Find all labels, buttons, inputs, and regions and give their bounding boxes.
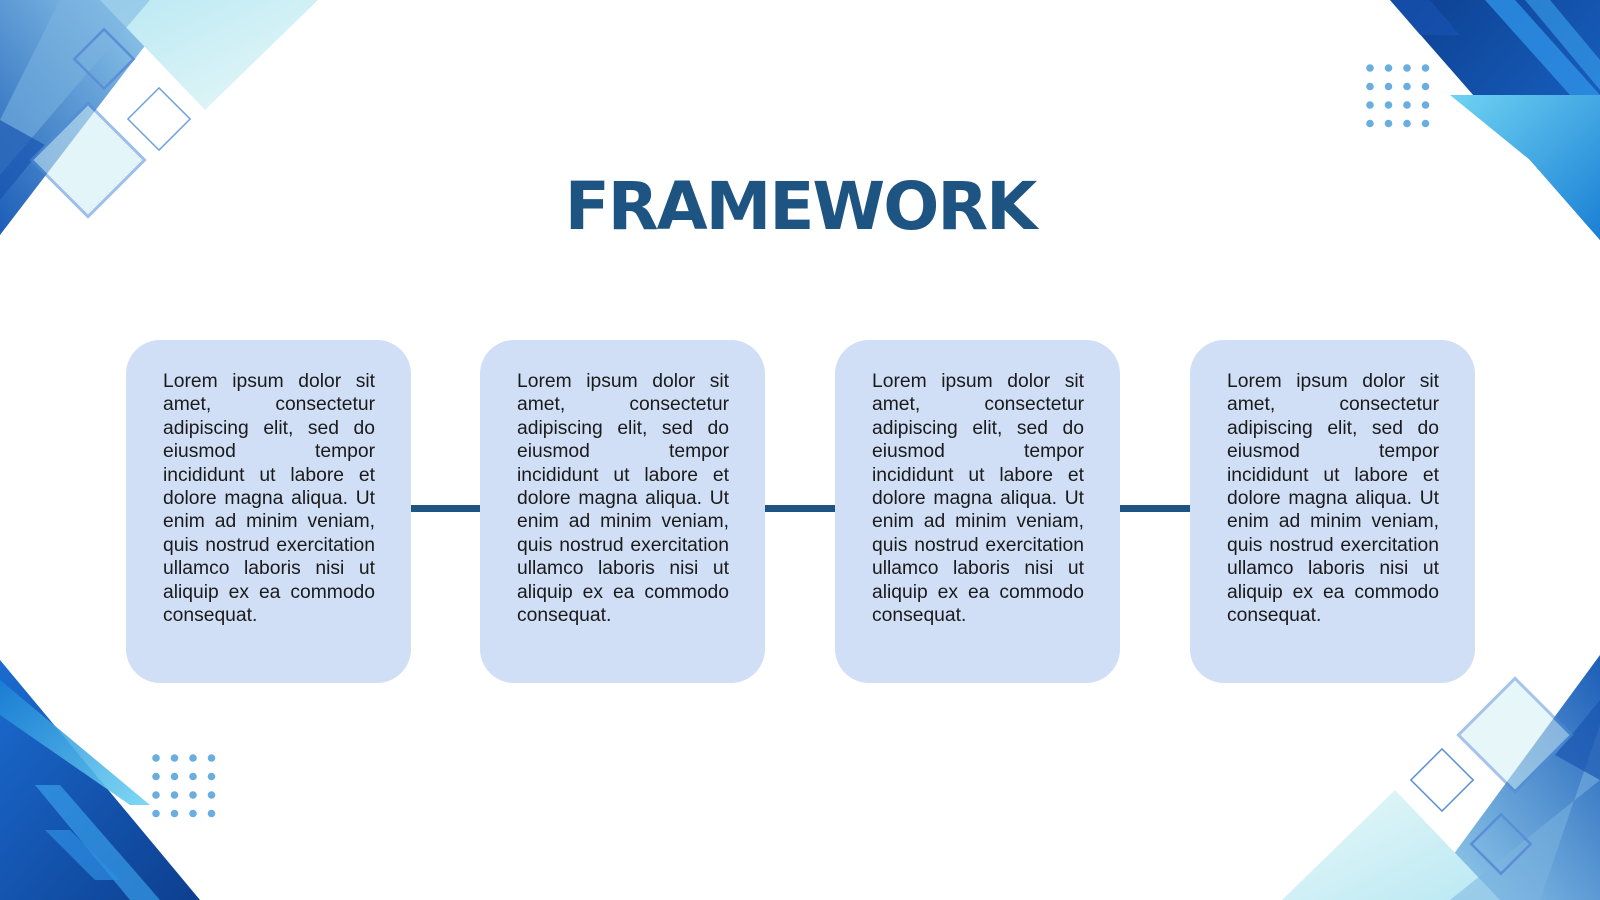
decorative-dot (1384, 64, 1393, 72)
decorative-dot (1403, 82, 1411, 91)
decorative-dot (207, 791, 216, 799)
decorative-dot (1366, 82, 1374, 91)
framework-card-1: Lorem ipsum dolor sit amet, consectetur … (126, 340, 411, 683)
framework-card-3: Lorem ipsum dolor sit amet, consectetur … (835, 340, 1120, 683)
card-text: Lorem ipsum dolor sit amet, consectetur … (517, 371, 729, 627)
decorative-dot (170, 754, 179, 762)
decorative-dot (152, 809, 160, 818)
decorative-dot (1403, 119, 1411, 128)
decorative-dot (1421, 82, 1430, 91)
decorative-dot (1384, 119, 1393, 128)
decorative-dot (1366, 119, 1374, 128)
connector-line-2 (763, 505, 835, 512)
decoration-bottom-left (0, 660, 200, 900)
card-text: Lorem ipsum dolor sit amet, consectetur … (1227, 371, 1439, 627)
decorative-dot (170, 791, 179, 799)
card-text: Lorem ipsum dolor sit amet, consectetur … (163, 371, 375, 627)
connector-line-1 (409, 505, 481, 512)
decorative-dot (189, 754, 197, 762)
decorative-dot (207, 809, 216, 818)
decoration-top-right (1390, 0, 1600, 240)
decorative-dot (207, 754, 216, 762)
decorative-dot (189, 772, 197, 781)
decorative-dot (1366, 64, 1374, 72)
decorative-dot (1384, 101, 1393, 109)
decorative-dot (152, 772, 160, 781)
decorative-dot (152, 791, 160, 799)
framework-card-4: Lorem ipsum dolor sit amet, consectetur … (1190, 340, 1475, 683)
decorative-dot (189, 809, 197, 818)
decorative-dot (1421, 101, 1430, 109)
decorative-dot (1421, 64, 1430, 72)
connector-line-3 (1118, 505, 1190, 512)
decoration-top-left (0, 0, 318, 235)
dot-grid-top-right (1366, 64, 1430, 128)
slide-title: FRAMEWORK (564, 168, 1038, 245)
card-text: Lorem ipsum dolor sit amet, consectetur … (872, 371, 1084, 627)
decorative-dot (1403, 64, 1411, 72)
decorative-dot (207, 772, 216, 781)
dot-grid-bottom-left (152, 754, 216, 818)
decorative-dot (1366, 101, 1374, 109)
decorative-dot (170, 809, 179, 818)
decorative-dot (1403, 101, 1411, 109)
decorative-dot (1421, 119, 1430, 128)
decorative-dot (152, 754, 160, 762)
decorative-dot (170, 772, 179, 781)
decorative-dot (1384, 82, 1393, 91)
decoration-bottom-right (1282, 655, 1600, 900)
decorative-dot (189, 791, 197, 799)
framework-card-2: Lorem ipsum dolor sit amet, consectetur … (480, 340, 765, 683)
